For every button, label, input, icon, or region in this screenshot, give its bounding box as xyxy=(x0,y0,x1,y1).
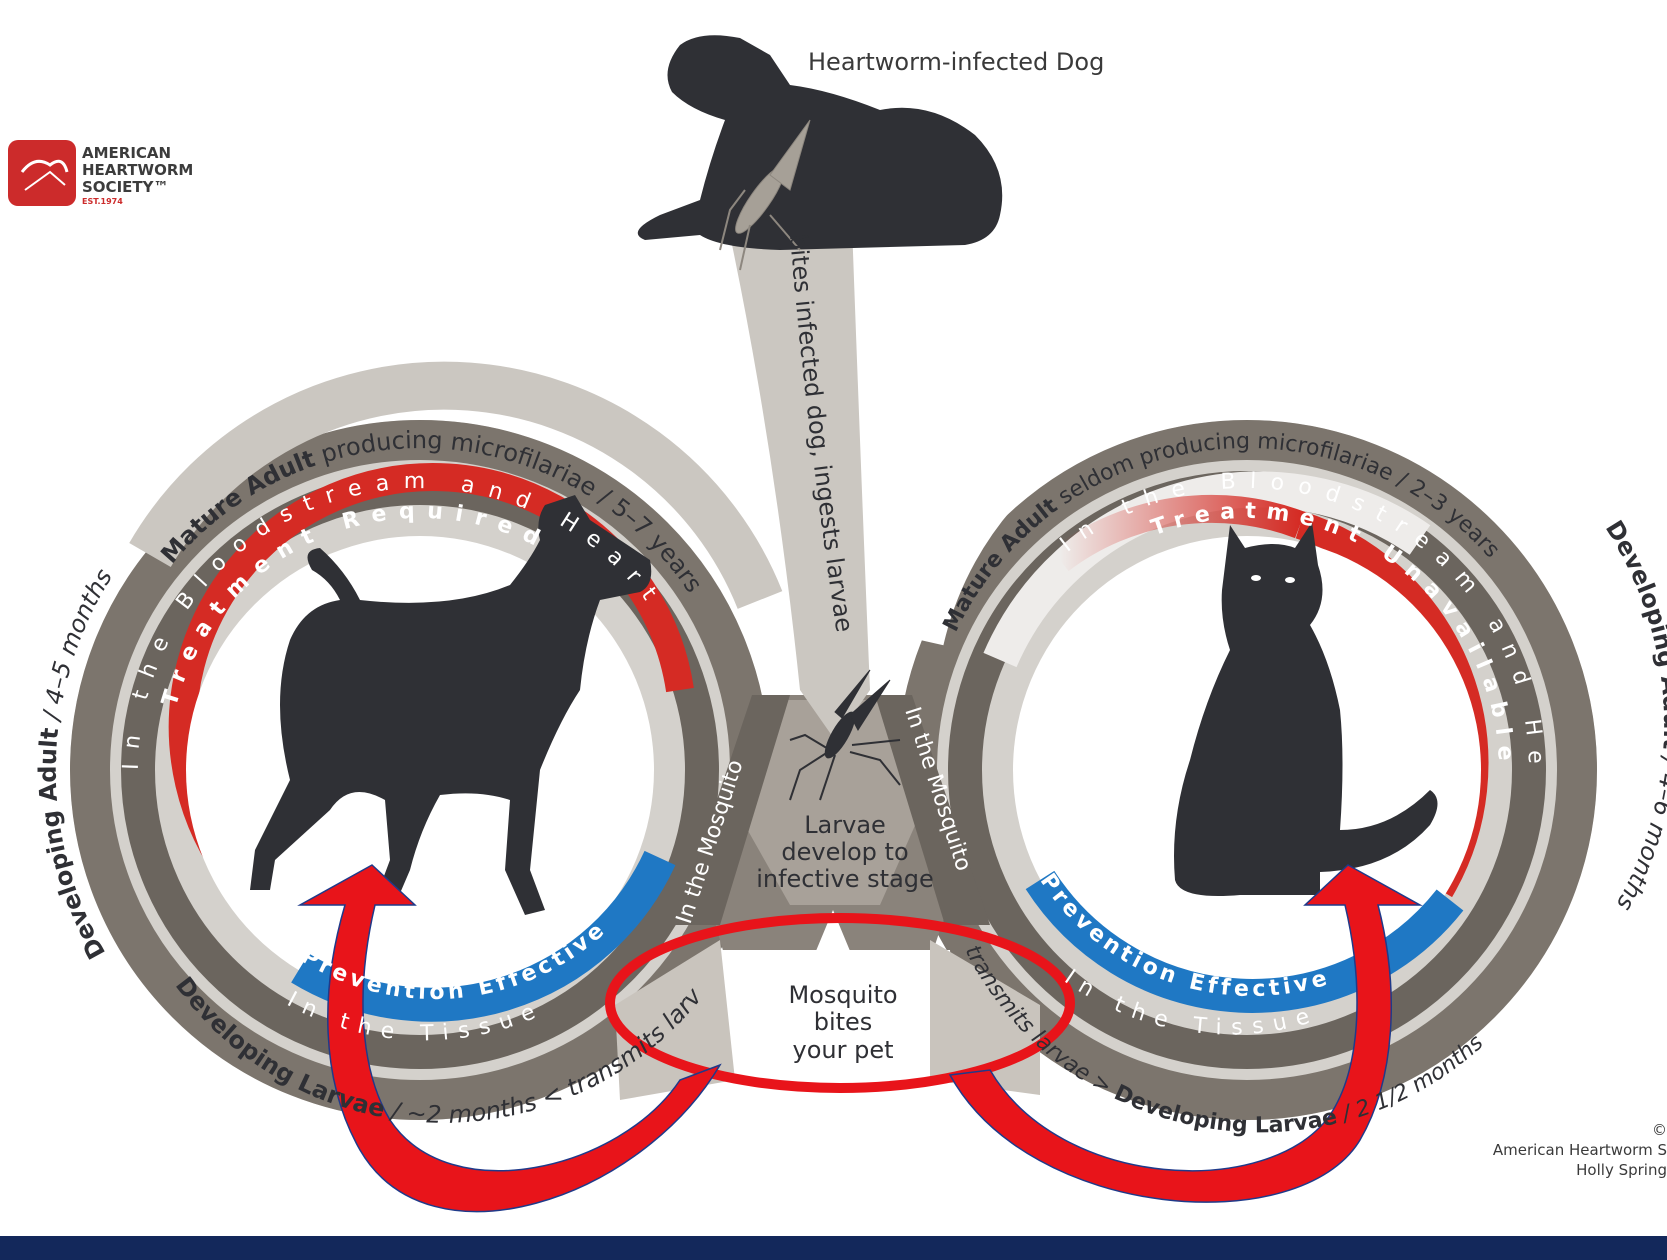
brand-line-1: AMERICAN xyxy=(82,144,171,162)
cat-mature-band xyxy=(896,351,1550,646)
left-transmit-band xyxy=(615,940,735,1100)
brand-logo: AMERICAN HEARTWORM SOCIETY™ EST.1974 xyxy=(8,140,193,206)
left-mosquito-strip xyxy=(675,695,790,925)
mosquito-center-icon xyxy=(789,669,901,801)
cat-dev-adult-bold: Developing Adult xyxy=(1600,516,1667,751)
mosquito-bite-block xyxy=(700,950,960,1080)
copyright-line-2: American Heartworm S xyxy=(1492,1141,1667,1159)
red-annotations xyxy=(297,864,1423,1213)
larvae-develop-block xyxy=(725,700,935,905)
dog-mature-band xyxy=(129,361,783,609)
mosquito-center xyxy=(675,695,990,1080)
cat-silhouette xyxy=(1174,522,1438,896)
right-curved-arrow xyxy=(948,864,1423,1203)
cat-treatment-fade xyxy=(1051,494,1305,572)
larvae-develop-line-1: Larvae xyxy=(804,811,886,839)
ingest-larvae-band xyxy=(730,225,870,740)
mosquito-top-icon xyxy=(719,119,811,271)
copyright-line-3: Holly Spring xyxy=(1576,1161,1667,1179)
left-curved-arrow xyxy=(297,864,722,1213)
copyright-block: © American Heartworm S Holly Spring xyxy=(1493,1120,1667,1180)
footer-bar xyxy=(0,1236,1667,1260)
heartworm-logo-icon xyxy=(8,140,76,206)
brand-est: EST.1974 xyxy=(82,197,123,206)
cat-developing-adult-label: Developing Adult / 4–6 months xyxy=(1600,516,1667,916)
larvae-develop-line-3: infective stage xyxy=(756,865,934,893)
mosquito-bite-line-3: your pet xyxy=(792,1036,893,1064)
cat-prevention-arc xyxy=(1025,870,1464,1013)
standing-dog-silhouette xyxy=(250,495,652,915)
brand-line-2: HEARTWORM xyxy=(82,161,193,179)
infected-dog-silhouette xyxy=(637,35,1003,250)
infected-dog-caption: Heartworm-infected Dog xyxy=(808,48,1104,76)
brand-line-3: SOCIETY™ xyxy=(82,178,168,196)
mosquito-bite-line-2: bites xyxy=(814,1008,873,1036)
cat-dev-adult-rest: / 4–6 months xyxy=(1611,749,1667,916)
larvae-develop-line-2: develop to xyxy=(781,838,908,866)
copyright-line-1: © xyxy=(1652,1121,1667,1139)
right-mosquito-strip xyxy=(875,695,990,925)
mosquito-bite-highlight-ellipse xyxy=(605,913,1075,1093)
mosquito-bite-line-1: Mosquito xyxy=(788,981,897,1009)
